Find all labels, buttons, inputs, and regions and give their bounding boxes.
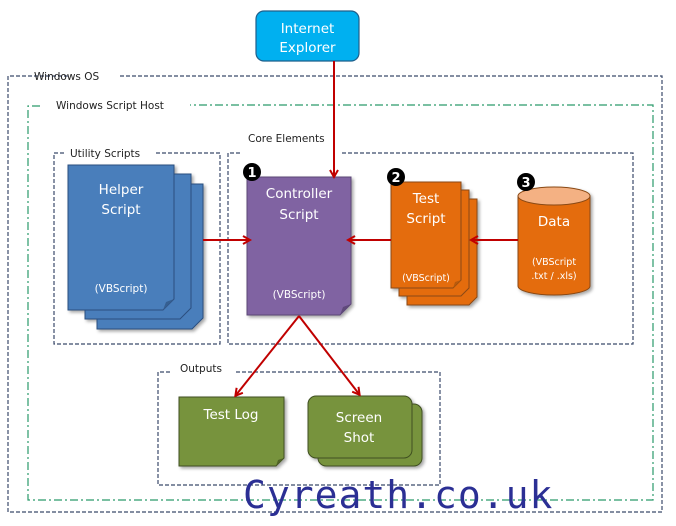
controller-script-line1: Controller — [266, 186, 333, 202]
test-script-stack — [390, 181, 478, 306]
script-host-label: Windows Script Host — [56, 100, 164, 112]
test-log-node — [178, 396, 285, 467]
data-note-line1: (VBScript — [532, 257, 576, 268]
badge-1: 1 — [243, 163, 261, 181]
badge-2-number: 2 — [391, 171, 400, 186]
arrows — [203, 61, 518, 395]
test-script-note: (VBScript) — [402, 273, 450, 284]
controller-script-node — [246, 176, 352, 316]
data-cylinder — [517, 186, 591, 296]
test-script-line1: Test — [412, 191, 440, 207]
helper-script-stack — [67, 164, 204, 330]
internet-explorer-line2: Explorer — [279, 40, 336, 56]
controller-script-note: (VBScript) — [273, 289, 326, 301]
arrow-controller-to-log — [236, 315, 300, 395]
badge-3: 3 — [517, 173, 535, 191]
screen-shot-stack — [307, 395, 423, 467]
windows-os-label: Windows OS — [34, 71, 99, 83]
outputs-container: Outputs — [157, 363, 441, 486]
core-elements-container: Core Elements — [227, 133, 634, 345]
badge-1-number: 1 — [247, 166, 256, 181]
arrow-controller-to-screenshot — [298, 315, 359, 394]
script-host-container: Windows Script Host — [27, 100, 654, 501]
internet-explorer-line1: Internet — [281, 21, 335, 37]
outputs-label: Outputs — [180, 363, 222, 375]
internet-explorer-node: Internet Explorer — [255, 10, 360, 62]
windows-os-container: Windows OS — [7, 71, 663, 513]
badge-3-number: 3 — [521, 176, 530, 191]
data-title: Data — [538, 214, 570, 230]
controller-script-line2: Script — [279, 207, 318, 223]
watermark-text: Cyreath.co.uk — [243, 473, 553, 517]
screen-shot-line2: Shot — [344, 430, 375, 446]
utility-scripts-label: Utility Scripts — [70, 148, 140, 160]
data-note-line2: .txt / .xls) — [531, 271, 576, 282]
screen-shot-line1: Screen — [336, 410, 382, 426]
helper-script-line2: Script — [101, 202, 140, 218]
test-log-label: Test Log — [203, 407, 259, 423]
helper-script-line1: Helper — [99, 182, 144, 198]
helper-script-note: (VBScript) — [95, 283, 148, 295]
utility-scripts-container: Utility Scripts — [53, 148, 221, 345]
badge-2: 2 — [387, 168, 405, 186]
test-script-line2: Script — [406, 211, 445, 227]
core-elements-label: Core Elements — [248, 133, 325, 145]
